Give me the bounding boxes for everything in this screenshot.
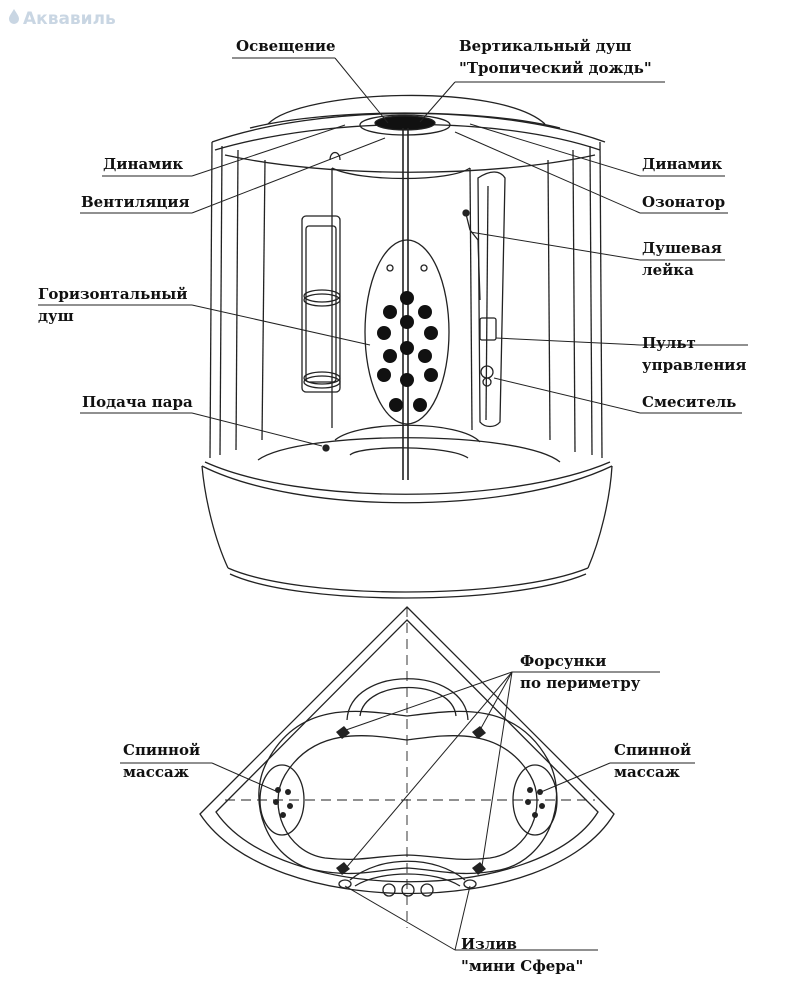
roof-dome — [268, 95, 545, 124]
massage-jets — [377, 291, 438, 412]
label-horizontal-shower-line2: душ — [38, 307, 74, 325]
label-back-massage-left-line2: массаж — [123, 763, 189, 781]
steam-outlet — [323, 445, 329, 451]
label-hand-shower: Душевая лейка — [642, 237, 722, 281]
label-control-panel-line2: управления — [642, 356, 747, 374]
label-vertical-shower-line2: "Тропический дождь" — [459, 59, 652, 77]
label-nozzles-line1: Форсунки — [520, 652, 607, 670]
label-control-panel: Пульт управления — [642, 332, 747, 376]
label-nozzles: Форсунки по периметру — [520, 650, 640, 694]
control-panel — [480, 318, 496, 340]
horizontal-shower-panel — [365, 240, 449, 424]
label-spout: Излив "мини Сфера" — [461, 933, 583, 977]
label-spout-line2: "мини Сфера" — [461, 957, 584, 975]
label-hand-shower-line2: лейка — [642, 261, 694, 279]
label-vertical-shower-line1: Вертикальный душ — [459, 37, 632, 55]
label-steam-supply: Подача пара — [82, 393, 193, 411]
label-horizontal-shower-line1: Горизонтальный — [38, 285, 188, 303]
tray-skirt — [202, 466, 228, 568]
label-back-massage-right: Спинной массаж — [614, 739, 691, 783]
label-back-massage-left-line1: Спинной — [123, 741, 201, 759]
leader-lines — [38, 58, 748, 950]
shower-column — [478, 172, 505, 427]
water-drop-icon — [8, 8, 20, 29]
label-spout-line1: Излив — [461, 935, 517, 953]
label-lighting: Освещение — [236, 37, 336, 55]
label-control-panel-line1: Пульт — [642, 334, 696, 352]
cabin-top-view — [202, 95, 612, 598]
watermark-logo: Аквавиль — [8, 8, 116, 29]
label-speaker-left: Динамик — [103, 155, 184, 173]
perimeter-nozzles — [273, 726, 545, 875]
ceiling-light — [375, 116, 435, 130]
label-mixer: Смеситель — [642, 393, 737, 411]
label-back-massage-right-line1: Спинной — [614, 741, 692, 759]
label-nozzles-line2: по периметру — [520, 674, 641, 692]
bath-plan-view — [200, 607, 614, 928]
mini-sphere-spout — [383, 884, 395, 896]
tray-rim — [205, 462, 610, 494]
label-hand-shower-line1: Душевая — [642, 239, 722, 257]
label-back-massage-right-line2: массаж — [614, 763, 680, 781]
label-ozonator: Озонатор — [642, 193, 726, 211]
label-horizontal-shower: Горизонтальный душ — [38, 283, 187, 327]
label-ventilation: Вентиляция — [81, 193, 190, 211]
watermark-text: Аквавиль — [23, 9, 116, 29]
label-back-massage-left: Спинной массаж — [123, 739, 200, 783]
label-vertical-shower: Вертикальный душ "Тропический дождь" — [459, 35, 652, 79]
label-speaker-right: Динамик — [642, 155, 723, 173]
left-shelf-unit — [302, 216, 340, 392]
bath-outline — [200, 607, 614, 894]
